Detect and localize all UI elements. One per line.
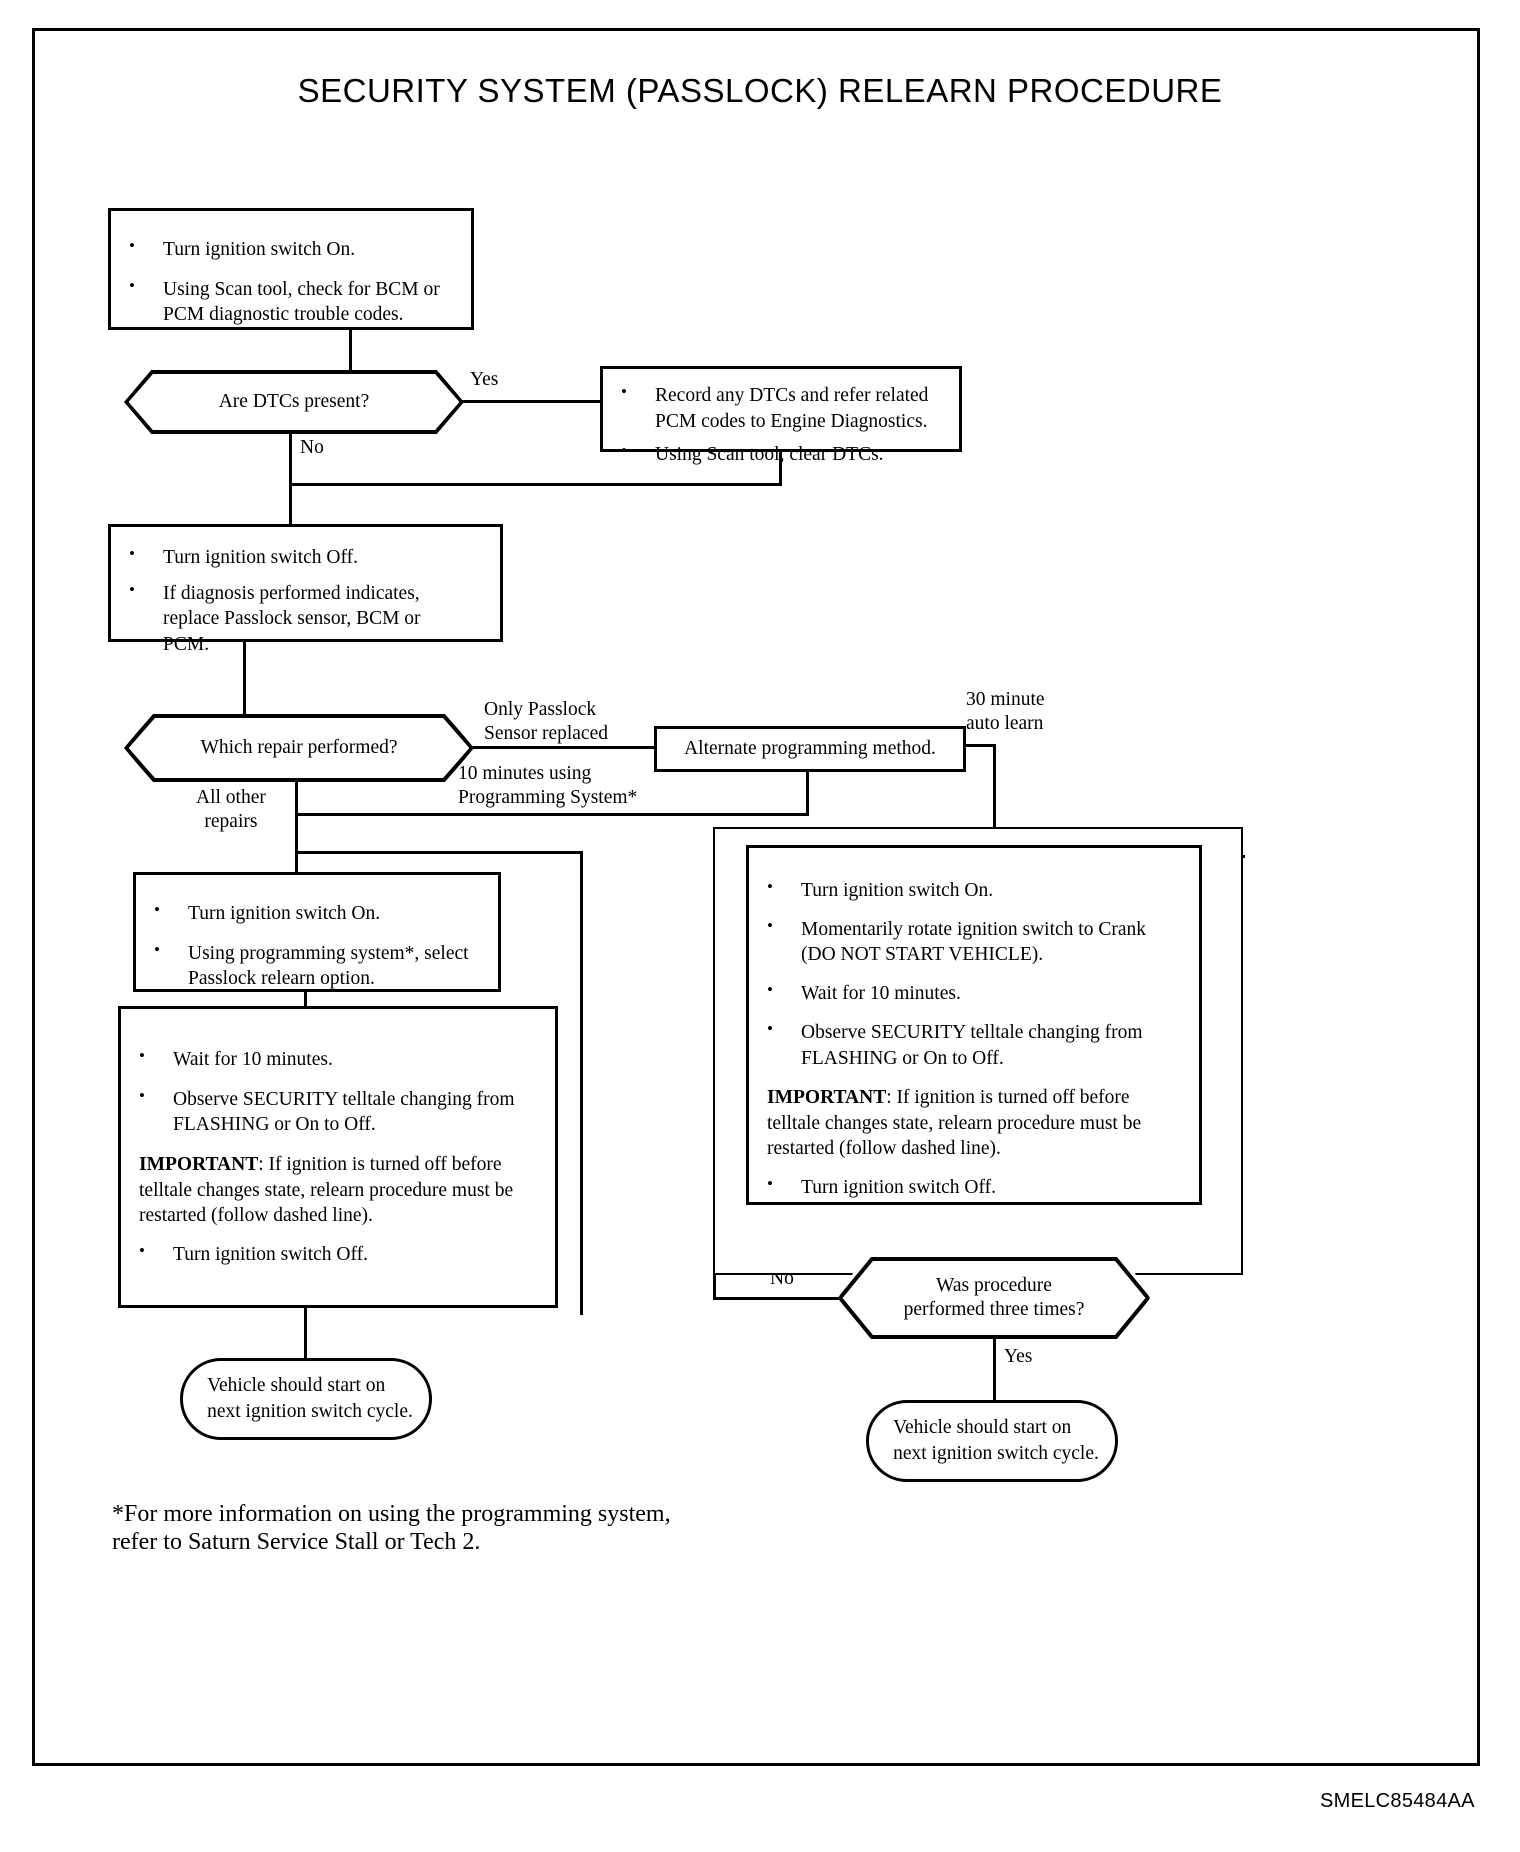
bullet-item: Turn ignition switch On. xyxy=(749,876,1185,904)
bullet-item: Momentarily rotate ignition switch to Cr… xyxy=(749,915,1185,968)
node-turn-off-repair: Turn ignition switch Off. If diagnosis p… xyxy=(108,524,503,655)
terminator-label: Vehicle should start on next ignition sw… xyxy=(207,1374,413,1422)
bullet-item: Turn ignition switch Off. xyxy=(121,1240,537,1268)
connector-start-to-dtcs xyxy=(349,330,352,372)
important-label: IMPORTANT xyxy=(139,1154,259,1176)
auto-learn-bullets-post: Turn ignition switch Off. xyxy=(749,1173,1185,1201)
restart-loop-left-vert xyxy=(580,851,583,1315)
footnote: *For more information on using the progr… xyxy=(112,1501,671,1556)
node-prog-system-wait: Wait for 10 minutes. Observe SECURITY te… xyxy=(118,1006,558,1308)
connector-dtcs-yes xyxy=(460,400,602,403)
edge-label-dtcs-no: No xyxy=(300,437,324,458)
record-dtcs-bullets: Record any DTCs and refer related PCM co… xyxy=(603,381,951,468)
bullet-item: Turn ignition switch Off. xyxy=(749,1173,1185,1201)
edge-label-auto-learn-30: 30 minute auto learn xyxy=(966,689,1045,735)
restart-loop-left-top xyxy=(295,851,583,854)
edge-label-only-passlock: Only Passlock Sensor replaced xyxy=(484,699,608,745)
connector-wait-to-end-left xyxy=(304,1308,307,1362)
edge-label-dtcs-yes: Yes xyxy=(470,369,499,390)
prog-wait-bullets-post: Turn ignition switch Off. xyxy=(121,1240,537,1268)
edge-label-ten-minutes: 10 minutes using Programming System* xyxy=(458,763,638,809)
node-alternate-method: Alternate programming method. xyxy=(654,726,966,772)
connector-alt-bottom-down xyxy=(806,772,809,816)
bullet-item: Wait for 10 minutes. xyxy=(121,1045,537,1073)
important-text: : If ignition is turned off before tellt… xyxy=(767,1087,1142,1160)
bullet-item: If diagnosis performed indicates, replac… xyxy=(111,579,488,658)
bullet-item: Using programming system*, select Passlo… xyxy=(136,939,486,992)
connector-turnoff-to-which xyxy=(243,642,246,718)
connector-record-left xyxy=(289,483,782,486)
node-record-dtcs: Record any DTCs and refer related PCM co… xyxy=(600,366,962,465)
terminator-label: Vehicle should start on next ignition sw… xyxy=(893,1416,1099,1464)
node-three-times: Was procedure performed three times? xyxy=(838,1257,1150,1339)
node-auto-learn: Turn ignition switch On. Momentarily rot… xyxy=(746,845,1202,1205)
bullet-item: Turn ignition switch On. xyxy=(136,899,486,927)
start-check-bullets: Turn ignition switch On. Using Scan tool… xyxy=(111,235,457,328)
bullet-item: Using Scan tool, clear DTCs. xyxy=(603,440,951,468)
important-text: : If ignition is turned off before tellt… xyxy=(139,1154,514,1226)
edge-label-three-times-yes: Yes xyxy=(1004,1346,1033,1367)
connector-alt-right xyxy=(966,744,996,747)
node-dtcs-present: Are DTCs present? xyxy=(124,370,464,434)
bullet-item: Using Scan tool, check for BCM or PCM di… xyxy=(111,275,457,328)
node-label: Are DTCs present? xyxy=(218,390,370,412)
edge-label-all-other: All other repairs xyxy=(196,787,266,833)
part-code: SMELC85484AA xyxy=(1320,1790,1475,1812)
connector-dtcs-no xyxy=(289,434,292,526)
connector-all-other-down xyxy=(295,782,298,898)
node-start-check: Turn ignition switch On. Using Scan tool… xyxy=(108,208,474,330)
auto-learn-bullets-pre: Turn ignition switch On. Momentarily rot… xyxy=(749,876,1185,1071)
node-label: Was procedure performed three times? xyxy=(903,1274,1085,1320)
important-label: IMPORTANT xyxy=(767,1087,887,1109)
node-end-left: Vehicle should start on next ignition sw… xyxy=(180,1358,432,1440)
node-end-right: Vehicle should start on next ignition sw… xyxy=(866,1400,1118,1482)
node-label: Which repair performed? xyxy=(200,736,398,758)
prog-wait-bullets-pre: Wait for 10 minutes. Observe SECURITY te… xyxy=(121,1045,537,1138)
page-border xyxy=(32,28,1480,1766)
connector-record-down xyxy=(779,452,782,486)
important-note: IMPORTANT: If ignition is turned off bef… xyxy=(121,1152,537,1228)
bullet-item: Observe SECURITY telltale changing from … xyxy=(121,1085,537,1138)
node-label: Alternate programming method. xyxy=(684,738,936,760)
turn-off-bullets: Turn ignition switch Off. If diagnosis p… xyxy=(111,543,488,658)
page-title: SECURITY SYSTEM (PASSLOCK) RELEARN PROCE… xyxy=(297,72,1223,109)
bullet-item: Observe SECURITY telltale changing from … xyxy=(749,1018,1185,1071)
connector-only-passlock xyxy=(470,746,656,749)
connector-progstart-to-wait xyxy=(304,992,307,1010)
connector-three-no-left xyxy=(713,1297,843,1300)
prog-start-bullets: Turn ignition switch On. Using programmi… xyxy=(136,899,486,992)
bullet-item: Wait for 10 minutes. xyxy=(749,979,1185,1007)
bullet-item: Record any DTCs and refer related PCM co… xyxy=(603,381,951,434)
node-prog-system-start: Turn ignition switch On. Using programmi… xyxy=(133,872,501,992)
important-note: IMPORTANT: If ignition is turned off bef… xyxy=(749,1085,1185,1161)
bullet-item: Turn ignition switch On. xyxy=(111,235,457,263)
bullet-item: Turn ignition switch Off. xyxy=(111,543,488,571)
node-which-repair: Which repair performed? xyxy=(124,714,474,782)
connector-three-yes-down xyxy=(993,1339,996,1406)
connector-tenmin-left xyxy=(295,813,809,816)
connector-alt-down xyxy=(993,744,996,858)
